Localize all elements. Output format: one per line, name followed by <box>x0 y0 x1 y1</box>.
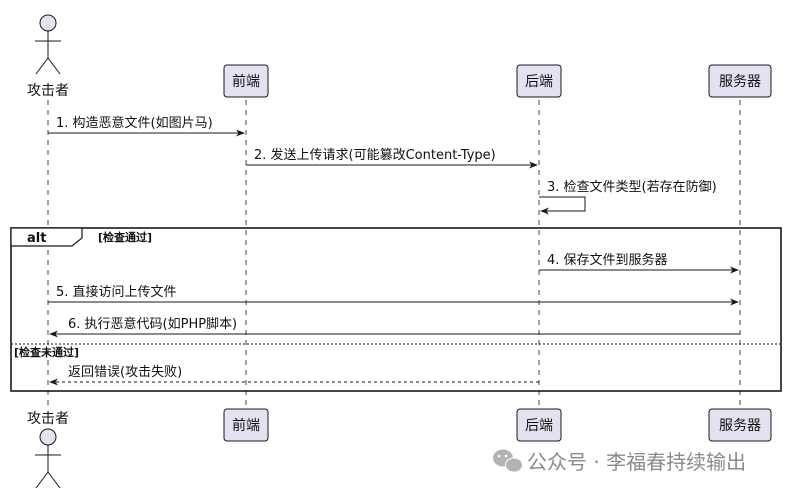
participant-server-top: 服务器 <box>708 64 772 98</box>
message-1-label: 1. 构造恶意文件(如图片马) <box>56 115 213 131</box>
alt-guard-fail: [检查未通过] <box>14 345 79 359</box>
participant-attacker-top-label: 攻击者 <box>27 83 69 99</box>
alt-tag-box <box>10 227 83 247</box>
alt-tag-label: alt <box>27 231 46 246</box>
participant-server-label: 服务器 <box>719 74 761 90</box>
message-3-label: 3. 检查文件类型(若存在防御) <box>547 179 717 195</box>
actor-attacker-top <box>35 14 61 75</box>
watermark-text: 公众号 · 李福春持续输出 <box>527 450 746 474</box>
participant-backend-label: 后端 <box>525 74 553 90</box>
participant-attacker-bottom-label: 攻击者 <box>27 411 69 427</box>
message-7-label: 返回错误(攻击失败) <box>68 365 182 380</box>
participant-frontend-label: 前端 <box>232 73 260 90</box>
participant-server-bottom-label: 服务器 <box>719 418 761 434</box>
message-2-label: 2. 发送上传请求(可能篡改Content-Type) <box>254 147 496 163</box>
participant-backend-bottom-label: 后端 <box>525 418 553 434</box>
participant-frontend-bottom-label: 前端 <box>232 417 260 434</box>
participant-frontend-top: 前端 <box>223 64 269 98</box>
wechat-icon <box>493 449 523 473</box>
participant-server-bottom: 服务器 <box>708 408 772 442</box>
message-5-label: 5. 直接访问上传文件 <box>56 284 177 300</box>
alt-frame <box>10 227 782 392</box>
message-4-label: 4. 保存文件到服务器 <box>547 252 668 268</box>
alt-guard-pass: [检查通过] <box>98 230 152 244</box>
message-6-label: 6. 执行恶意代码(如PHP脚本) <box>68 316 237 332</box>
participant-backend-top: 后端 <box>516 64 562 98</box>
participant-backend-bottom: 后端 <box>516 408 562 442</box>
participant-frontend-bottom: 前端 <box>223 408 269 442</box>
actor-attacker-bottom <box>35 428 61 489</box>
message-3-arrow <box>539 196 586 215</box>
